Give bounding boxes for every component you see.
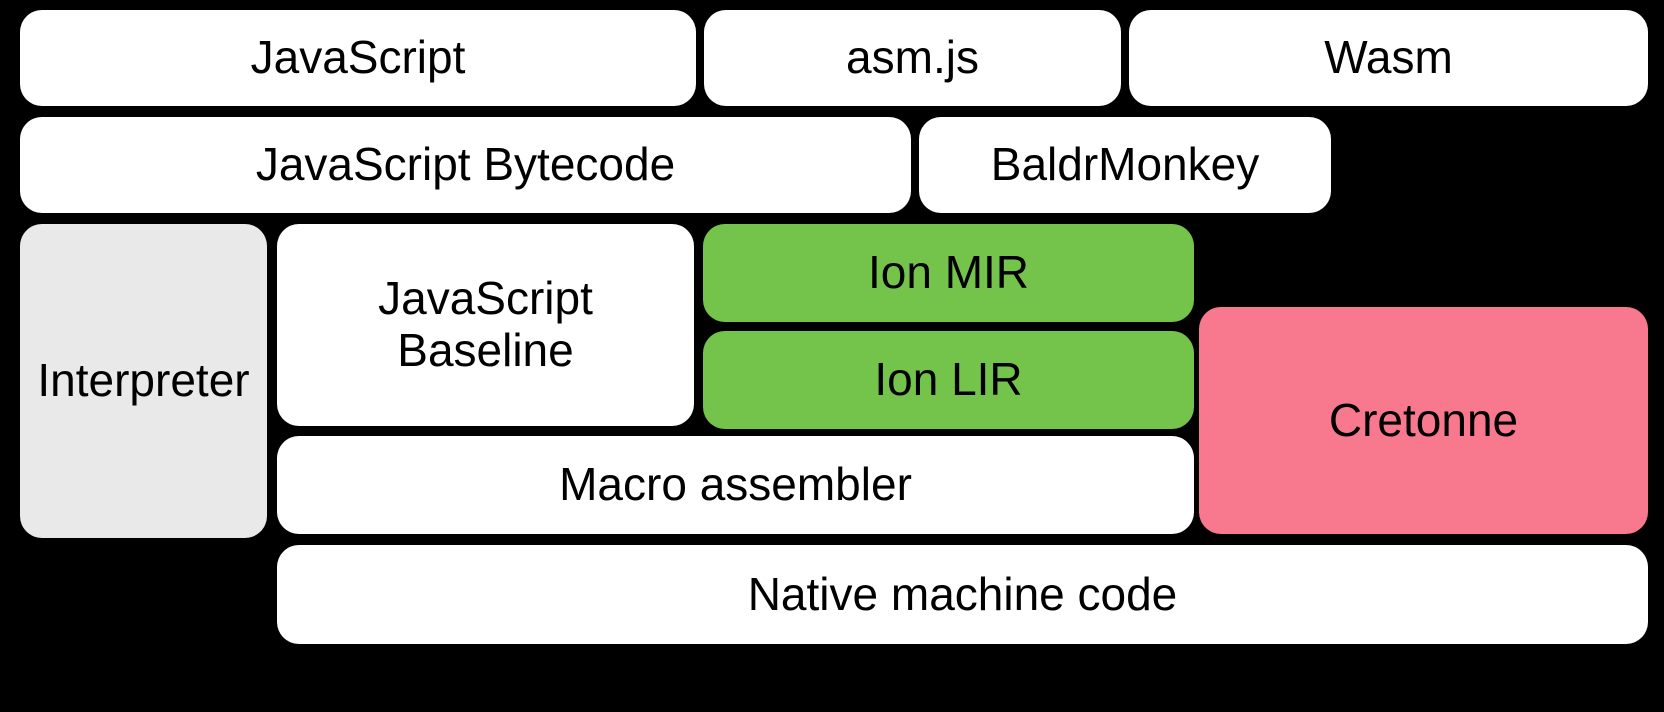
node-label-cretonne: Cretonne xyxy=(1328,393,1519,446)
node-label-ion-mir: Ion MIR xyxy=(867,246,1030,299)
node-javascript: JavaScript xyxy=(20,10,696,106)
node-interpreter: Interpreter xyxy=(20,224,267,538)
node-native-machine-code: Native machine code xyxy=(277,545,1648,644)
node-label-javascript-bytecode: JavaScript Bytecode xyxy=(255,138,676,191)
node-macro-assembler: Macro assembler xyxy=(277,436,1194,534)
node-cretonne: Cretonne xyxy=(1199,307,1648,534)
node-ion-mir: Ion MIR xyxy=(703,224,1194,322)
node-baldrmonkey: BaldrMonkey xyxy=(919,117,1331,213)
node-label-wasm: Wasm xyxy=(1324,31,1453,84)
node-label-macro-assembler: Macro assembler xyxy=(559,458,912,511)
node-label-ion-lir: Ion LIR xyxy=(874,353,1023,406)
node-label-baldrmonkey: BaldrMonkey xyxy=(990,138,1260,191)
node-asm-js: asm.js xyxy=(704,10,1121,106)
node-javascript-baseline: JavaScript Baseline xyxy=(277,224,694,426)
node-label-javascript-baseline: JavaScript Baseline xyxy=(378,272,593,376)
node-label-asm-js: asm.js xyxy=(846,31,979,84)
node-ion-lir: Ion LIR xyxy=(703,331,1194,429)
node-wasm: Wasm xyxy=(1129,10,1648,106)
node-javascript-bytecode: JavaScript Bytecode xyxy=(20,117,911,213)
node-label-interpreter: Interpreter xyxy=(37,354,250,407)
node-label-native-machine-code: Native machine code xyxy=(747,567,1178,620)
node-label-javascript: JavaScript xyxy=(250,31,466,84)
